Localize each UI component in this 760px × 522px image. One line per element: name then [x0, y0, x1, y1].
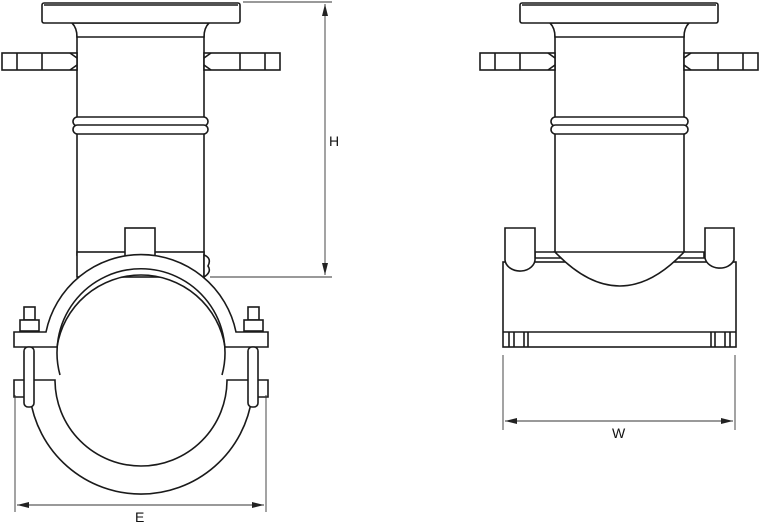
dimension-e: E	[14, 395, 267, 522]
dimension-e-label: E	[135, 509, 144, 522]
pipe-rings	[72, 116, 209, 135]
dimension-w: W	[502, 355, 736, 441]
clamp-saddle	[13, 253, 269, 495]
dimension-h: H	[210, 1, 339, 278]
pipe-spigot	[70, 22, 211, 256]
side-lugs	[479, 52, 759, 71]
clamp-bolts	[19, 306, 264, 408]
dimension-h-label: H	[329, 133, 339, 149]
top-flange	[519, 2, 719, 24]
dimension-w-label: W	[612, 425, 626, 441]
side-lugs	[1, 52, 281, 71]
saddle-body	[502, 227, 737, 348]
top-flange	[41, 2, 241, 24]
side-view: W	[479, 2, 759, 441]
front-view: H E	[1, 1, 339, 522]
pipe-rings	[550, 116, 689, 135]
